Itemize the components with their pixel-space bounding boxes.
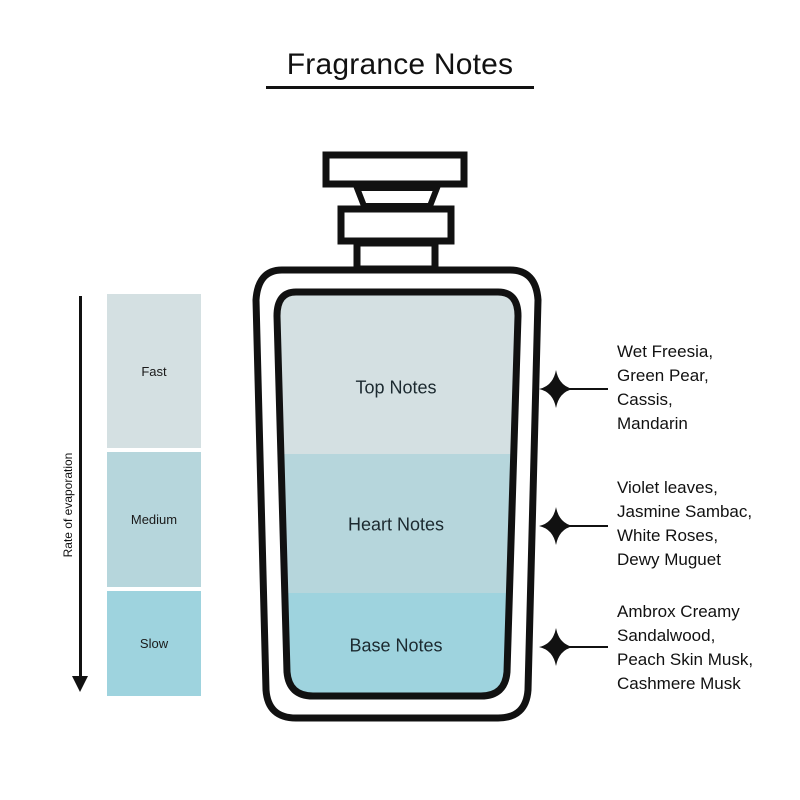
layer-label-heart: Heart Notes	[347, 514, 445, 535]
layer-label-top: Top Notes	[355, 377, 437, 398]
title-underline	[266, 86, 534, 89]
star-icon	[539, 370, 573, 408]
evaporation-axis-line	[79, 296, 82, 678]
star-icon	[539, 507, 573, 545]
top-notes-ingredients: Wet Freesia, Green Pear, Cassis, Mandari…	[617, 342, 714, 433]
connector-heart	[539, 507, 608, 545]
layer-label-base: Base Notes	[349, 635, 443, 656]
layer-heart	[277, 454, 518, 593]
connector-top	[539, 370, 608, 408]
base-notes-ingredients: Ambrox Creamy Sandalwood, Peach Skin Mus…	[617, 602, 754, 693]
rate-label: Slow	[139, 636, 169, 651]
rate-block-medium: Medium	[107, 452, 201, 587]
connector-base	[539, 628, 608, 666]
diagram-title: Fragrance Notes	[286, 48, 514, 81]
bottle-neck	[353, 239, 439, 273]
bottle-collar	[337, 205, 455, 245]
bottle-inner-outline	[273, 288, 522, 700]
rate-label: Fast	[141, 363, 167, 379]
star-icon	[539, 628, 573, 666]
rate-block-slow: Slow	[107, 591, 201, 696]
rate-label: Medium	[130, 512, 178, 527]
arrow-down-icon	[72, 676, 88, 692]
layer-top	[277, 292, 518, 454]
rate-block-fast: Fast	[107, 294, 201, 448]
layer-base	[277, 593, 518, 696]
cap-connector	[352, 185, 442, 209]
bottle-cap	[322, 151, 468, 188]
heart-notes-ingredients: Violet leaves, Jasmine Sambac, White Ros…	[617, 478, 753, 569]
